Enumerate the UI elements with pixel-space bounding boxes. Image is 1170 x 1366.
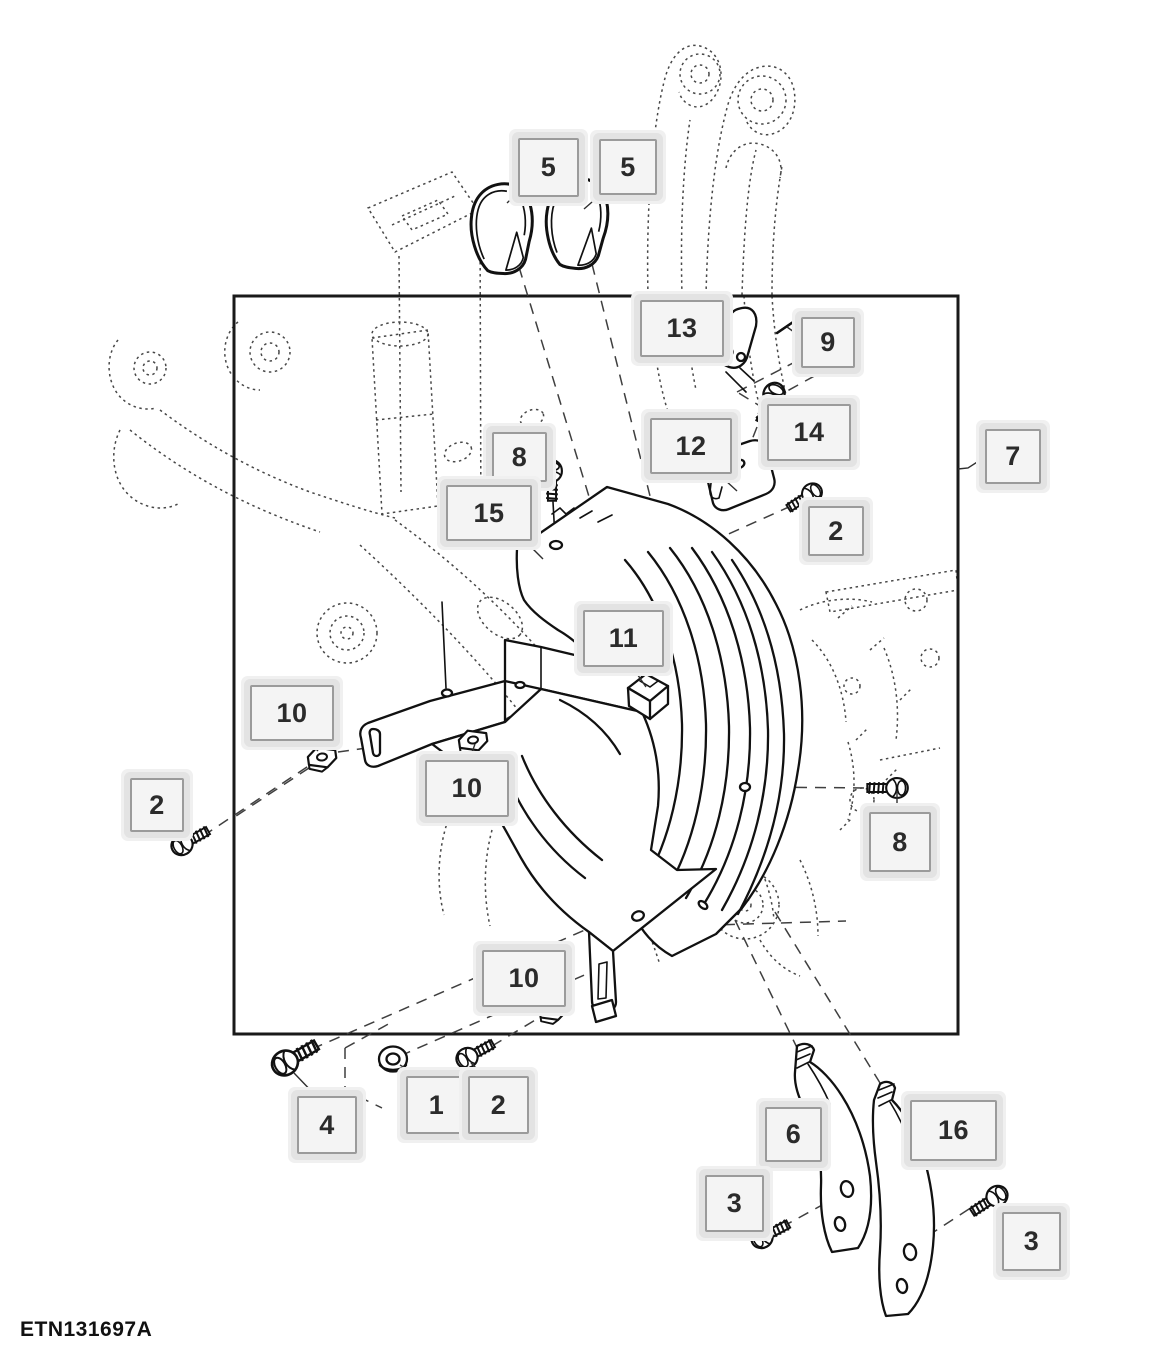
callout-5-b[interactable]: 5	[599, 139, 657, 195]
callout-2-bottom[interactable]: 2	[468, 1076, 529, 1134]
part-washer-1	[377, 1045, 409, 1073]
callout-8-top[interactable]: 8	[492, 432, 547, 482]
part-bracket-16	[871, 1080, 936, 1318]
callout-11[interactable]: 11	[583, 610, 664, 667]
callout-1[interactable]: 1	[406, 1076, 467, 1134]
callout-3-left[interactable]: 3	[705, 1175, 764, 1232]
callout-16[interactable]: 16	[910, 1100, 997, 1161]
part-latch	[716, 306, 758, 393]
part-clipnut-left	[305, 744, 339, 775]
frame-border	[232, 294, 960, 1036]
callout-6[interactable]: 6	[765, 1107, 822, 1162]
callout-7[interactable]: 7	[985, 429, 1041, 484]
callout-3-right[interactable]: 3	[1002, 1212, 1061, 1271]
callout-9[interactable]: 9	[801, 317, 855, 368]
part-pin	[775, 316, 801, 335]
callout-15[interactable]: 15	[446, 485, 532, 541]
callout-10-left[interactable]: 10	[250, 685, 334, 741]
callout-10-bottom[interactable]: 10	[482, 950, 566, 1007]
callout-12[interactable]: 12	[650, 418, 732, 474]
part-lower-shield	[359, 601, 718, 1024]
callout-2-right[interactable]: 2	[808, 506, 864, 556]
callout-14[interactable]: 14	[767, 404, 851, 461]
callout-8-right[interactable]: 8	[869, 812, 931, 872]
callout-2-left[interactable]: 2	[130, 778, 184, 832]
callout-10-middle[interactable]: 10	[425, 760, 509, 817]
callout-4[interactable]: 4	[297, 1096, 357, 1154]
callout-13[interactable]: 13	[640, 300, 724, 357]
part-bracket-6	[793, 1042, 873, 1254]
part-bolt-8-right	[866, 777, 909, 799]
callout-5-a[interactable]: 5	[518, 138, 579, 197]
figure-code: ETN131697A	[20, 1318, 153, 1341]
